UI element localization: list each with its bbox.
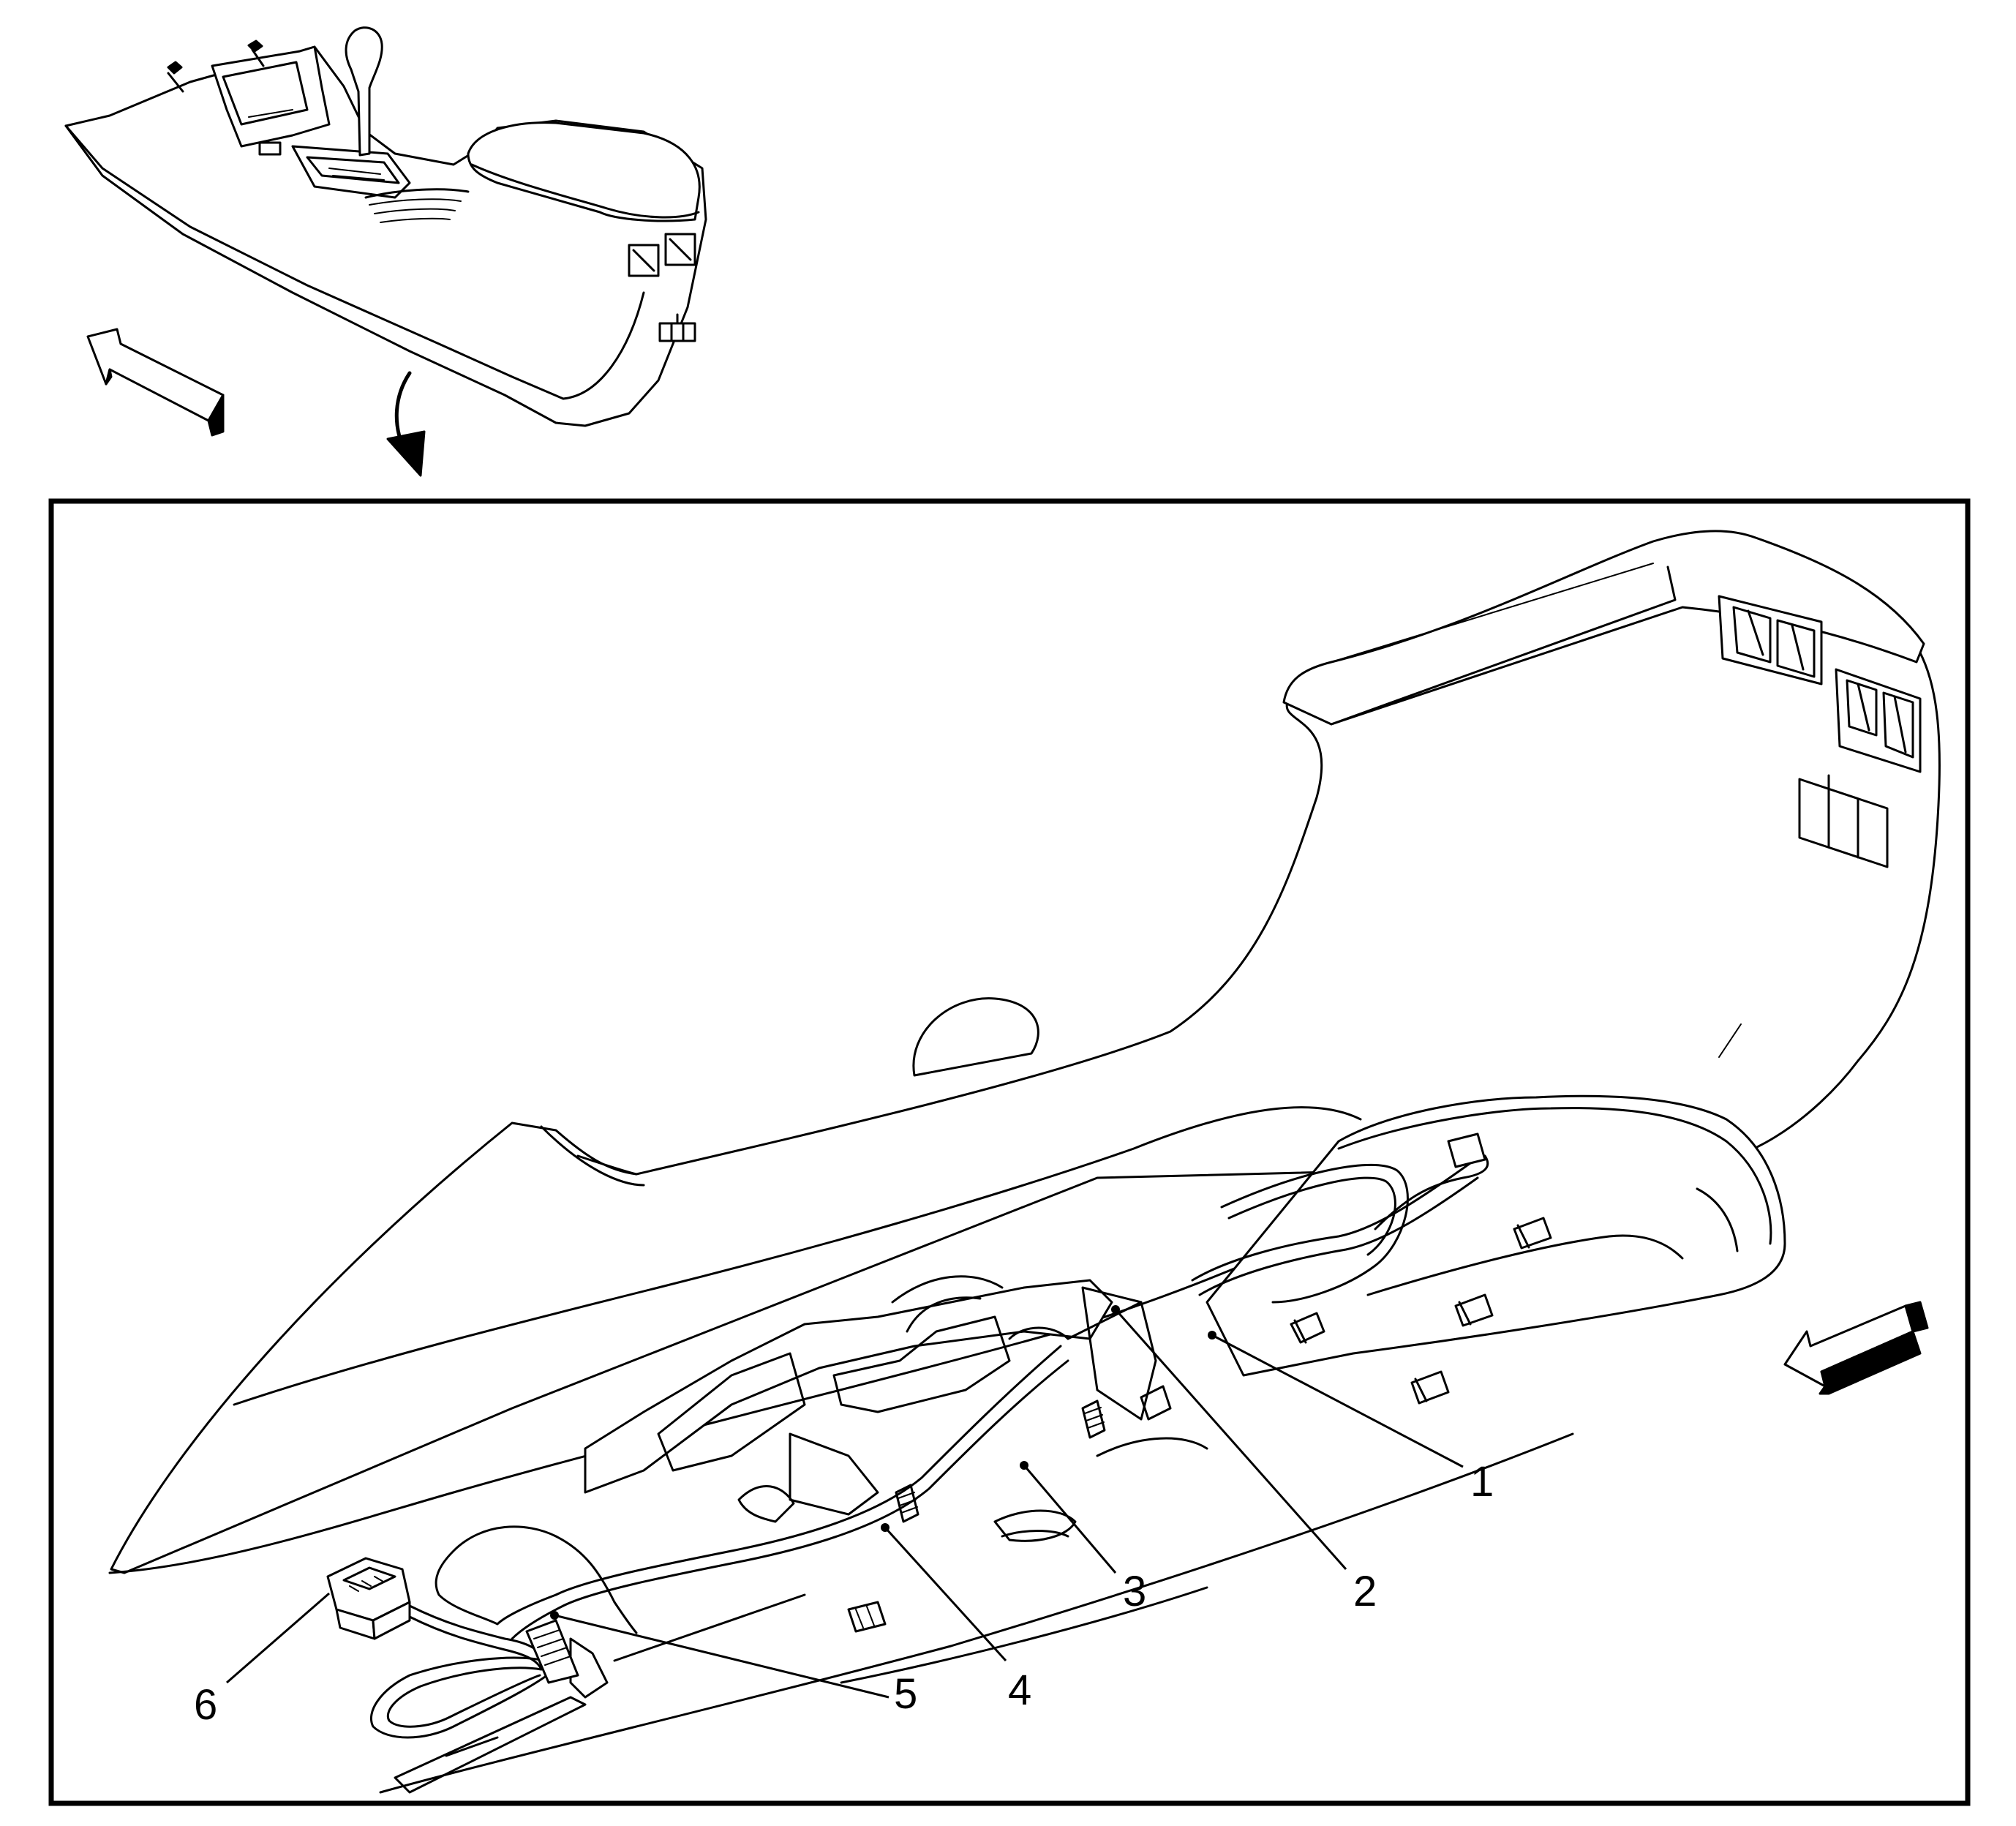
callout-2: 2 xyxy=(1353,1568,1377,1615)
rear-vent xyxy=(1718,595,1823,685)
front-direction-arrow-icon xyxy=(86,328,225,437)
detail-frame xyxy=(48,498,1971,1806)
callout-5: 5 xyxy=(894,1670,917,1718)
curved-down-arrow-icon xyxy=(386,371,426,477)
overview-console-view xyxy=(64,26,707,427)
rear-vent xyxy=(1835,668,1922,773)
callout-1: 1 xyxy=(1470,1458,1494,1506)
front-direction-arrow-icon xyxy=(1783,1301,1929,1395)
callout-6: 6 xyxy=(194,1681,217,1729)
electrical-connector xyxy=(326,1557,411,1640)
callout-leaders xyxy=(226,1305,1464,1699)
callout-4: 4 xyxy=(1008,1667,1031,1714)
callout-3: 3 xyxy=(1123,1568,1146,1615)
detail-console-underside-view xyxy=(108,530,1941,1794)
